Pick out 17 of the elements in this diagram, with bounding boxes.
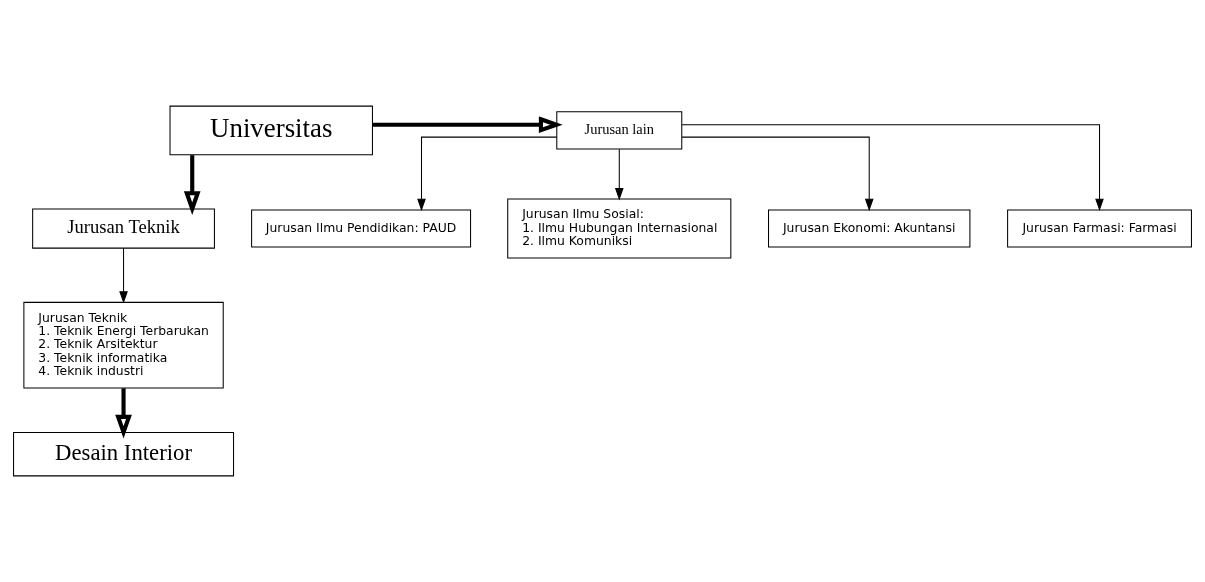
node-box: Desain Interior (13, 431, 235, 477)
arrow (372, 116, 563, 134)
node-box: Jurusan lain (556, 111, 683, 150)
node-box: Jurusan Ilmu Pendidikan: PAUD (251, 209, 472, 248)
node-box: Jurusan Farmasi: Farmasi (1007, 209, 1192, 248)
node-box: Jurusan Teknik 1. Teknik Energi Terbarukan 2. Teknik Arsitektur 3. Teknik informatika 4. Teknik industri (23, 301, 224, 389)
arrow (417, 136, 558, 212)
arrow (614, 148, 624, 201)
node-box: Jurusan Ilmu Sosial: 1. Ilmu Hubungan Internasional 2. Ilmu Komuniksi (507, 198, 732, 259)
node-box: Universitas (169, 105, 373, 156)
node-box: Jurusan Teknik (32, 208, 215, 249)
arrow (183, 155, 201, 215)
arrow (681, 124, 1104, 212)
arrow (681, 136, 874, 212)
arrow (115, 388, 132, 439)
node-box: Jurusan Ekonomi: Akuntansi (768, 209, 971, 248)
arrow (119, 247, 128, 304)
